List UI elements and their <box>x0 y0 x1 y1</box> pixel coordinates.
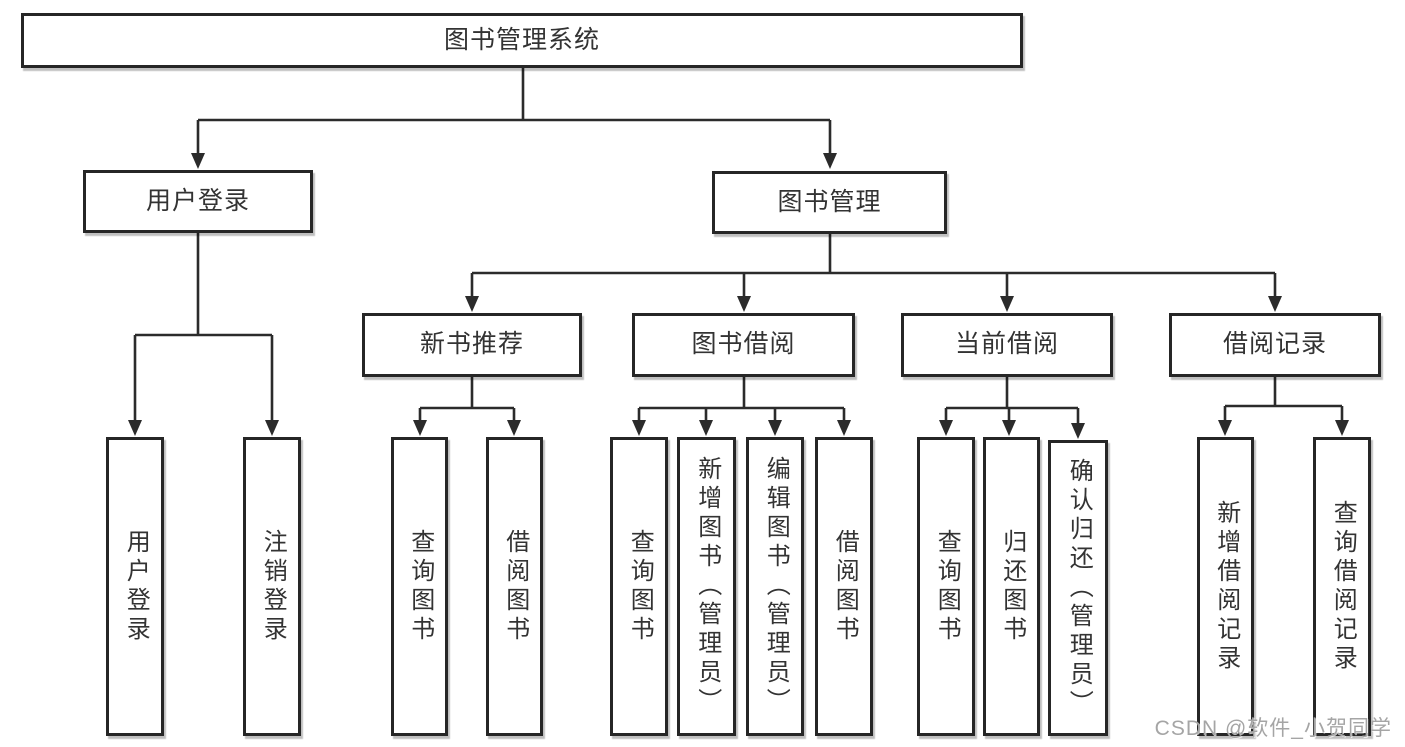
arrowhead-down <box>507 420 521 436</box>
arrowhead-down <box>465 296 479 312</box>
arrowhead-down <box>265 420 279 436</box>
arrowhead-down <box>128 420 142 436</box>
connector-line <box>470 234 1277 298</box>
arrowhead-down <box>768 420 782 436</box>
leaf-confirm-return-admin: 确认归还（管理员） <box>1048 440 1108 736</box>
connector-borrow-records-to-leaves <box>1218 377 1349 436</box>
connector-line <box>133 232 274 422</box>
node-current-borrow: 当前借阅 <box>901 313 1113 377</box>
leaf-query-borrow-record: 查询借阅记录 <box>1313 437 1371 736</box>
connector-line <box>1223 377 1344 422</box>
connector-new-book-recommend-to-leaves <box>413 377 521 436</box>
node-new-book-recommend: 新书推荐 <box>362 313 582 377</box>
arrowhead-down <box>1268 296 1282 312</box>
leaf-logout: 注销登录 <box>243 437 301 736</box>
node-book-management: 图书管理 <box>712 171 947 234</box>
arrowhead-down <box>1335 420 1349 436</box>
arrowhead-down <box>1002 420 1016 436</box>
arrowhead-down <box>939 420 953 436</box>
arrowhead-down <box>191 153 205 169</box>
arrowhead-down <box>1071 423 1085 439</box>
arrowhead-down <box>1218 420 1232 436</box>
connector-book-management-to-level3 <box>465 234 1282 312</box>
leaf-query-books-borrow: 查询图书 <box>610 437 668 736</box>
node-borrow-records: 借阅记录 <box>1169 313 1381 377</box>
leaf-edit-book-admin: 编辑图书（管理员） <box>746 437 804 736</box>
arrowhead-down <box>737 296 751 312</box>
node-book-borrow: 图书借阅 <box>632 313 855 377</box>
arrowhead-down <box>632 420 646 436</box>
connector-line <box>637 377 846 422</box>
leaf-user-login: 用户登录 <box>106 437 164 736</box>
connector-line <box>418 377 516 422</box>
connector-current-borrow-to-leaves <box>939 377 1085 439</box>
arrowhead-down <box>837 420 851 436</box>
arrowhead-down <box>413 420 427 436</box>
arrowhead-down <box>823 153 837 169</box>
leaf-add-borrow-record: 新增借阅记录 <box>1197 437 1254 736</box>
connector-root-to-level2 <box>191 68 837 169</box>
leaf-query-books-current: 查询图书 <box>917 437 975 736</box>
leaf-borrow-books: 借阅图书 <box>815 437 873 736</box>
node-library-management-system: 图书管理系统 <box>21 13 1023 68</box>
leaf-return-books: 归还图书 <box>983 437 1040 736</box>
connector-line <box>196 68 832 154</box>
arrowhead-down <box>699 420 713 436</box>
connector-book-borrow-to-leaves <box>632 377 851 436</box>
connector-user-login-to-leaves <box>128 232 279 436</box>
arrowhead-down <box>1000 296 1014 312</box>
node-user-login: 用户登录 <box>83 170 313 233</box>
leaf-add-book-admin: 新增图书（管理员） <box>677 437 736 736</box>
csdn-watermark: CSDN @软件_小贺同学 <box>1154 717 1392 740</box>
leaf-borrow-books-recommend: 借阅图书 <box>486 437 543 736</box>
connector-line <box>944 377 1080 425</box>
leaf-query-books-recommend: 查询图书 <box>391 437 448 736</box>
